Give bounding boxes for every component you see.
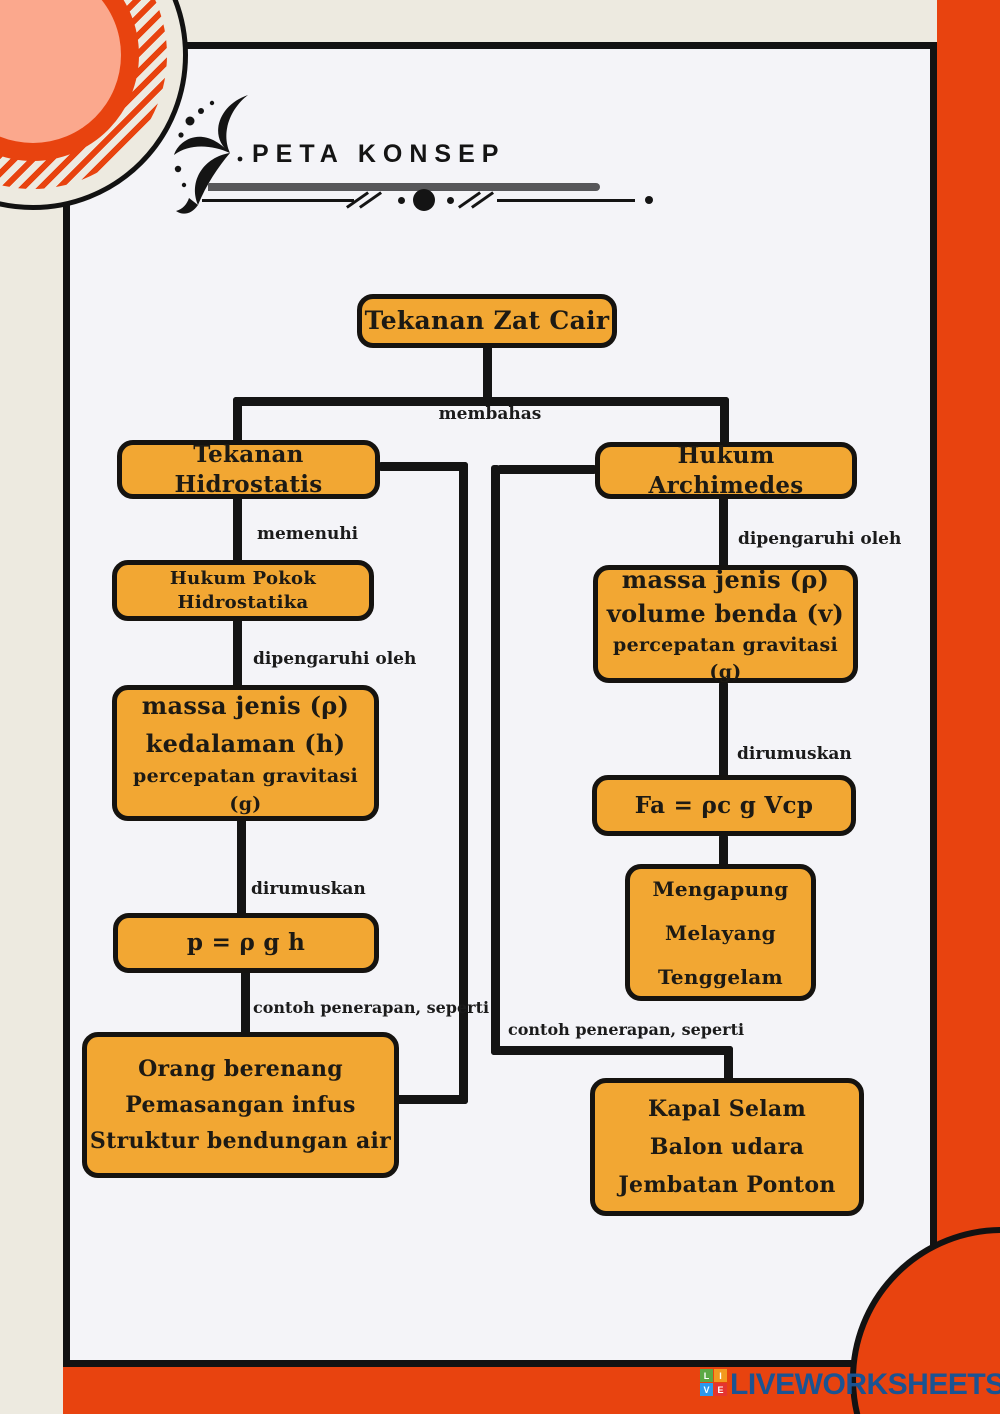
node-factors-right: massa jenis (ρ) volume benda (v) percepa…: [593, 565, 858, 683]
edge-label-dirumuskan-left: dirumuskan: [251, 879, 366, 899]
footer-band: [63, 1367, 1000, 1414]
edge-label-contoh-right: contoh penerapan, seperti: [508, 1020, 745, 1039]
node-formula-archimedes: Fa = ρc g Vcp: [592, 775, 856, 836]
connector-left-long-vertical: [459, 462, 468, 1104]
node-label: p = ρ g h: [186, 929, 306, 957]
state-line: Melayang: [665, 920, 776, 945]
logo-letter: I: [714, 1369, 727, 1382]
logo-letter: L: [700, 1369, 713, 1382]
connector-dipengaruhi-right: [719, 495, 728, 569]
node-label: Hukum Pokok Hidrostatika: [169, 568, 317, 613]
factor-line: kedalaman (h): [145, 728, 346, 758]
connector-left-long-join: [396, 1095, 468, 1104]
node-tekanan-zat-cair: Tekanan Zat Cair: [357, 294, 617, 348]
node-tekanan-hidrostatis: Tekanan Hidrostatis: [117, 440, 380, 499]
node-factors-left: massa jenis (ρ) kedalaman (h) percepatan…: [112, 685, 379, 821]
connector-dipengaruhi-left: [233, 617, 242, 689]
logo-letter: V: [700, 1383, 713, 1396]
node-label: Hukum Archimedes: [648, 441, 804, 499]
state-line: Mengapung: [652, 876, 789, 901]
connector-hidrostatis-side-h: [378, 462, 468, 471]
node-label: Tekanan Zat Cair: [364, 305, 610, 335]
connector-memenuhi: [233, 495, 242, 565]
connector-contoh-left: [241, 969, 250, 1036]
example-line: Kapal Selam: [647, 1096, 807, 1122]
connector-dirumuskan-left: [237, 817, 246, 917]
connector-right-long-horizontal: [491, 1046, 733, 1055]
divider-bar: [208, 183, 600, 191]
factor-line: percepatan gravitasi (g): [612, 634, 839, 683]
node-examples-right: Kapal Selam Balon udara Jembatan Ponton: [590, 1078, 864, 1216]
edge-label-contoh-left: contoh penerapan, seperti: [253, 998, 490, 1017]
page-title: PETA KONSEP: [252, 140, 506, 168]
connector-right-drop: [720, 397, 729, 447]
connector-membahas-horizontal: [233, 397, 729, 406]
node-hukum-pokok-hidrostatika: Hukum Pokok Hidrostatika: [112, 560, 374, 621]
connector-archimedes-side-h: [497, 465, 597, 474]
edge-label-memenuhi: memenuhi: [257, 524, 359, 544]
node-examples-left: Orang berenang Pemasangan infus Struktur…: [82, 1032, 399, 1178]
node-formula-hidrostatis: p = ρ g h: [113, 913, 379, 973]
edge-label-membahas: membahas: [438, 404, 542, 424]
example-line: Balon udara: [649, 1134, 805, 1160]
node-label: Tekanan Hidrostatis: [174, 440, 323, 498]
factor-line: volume benda (v): [606, 599, 845, 629]
liveworksheets-logo-icon: L I V E: [700, 1369, 728, 1397]
connector-right-elbow-down: [724, 1046, 733, 1082]
example-line: Pemasangan infus: [125, 1092, 356, 1118]
example-line: Jembatan Ponton: [618, 1172, 836, 1198]
factor-line: percepatan gravitasi (g): [132, 764, 359, 816]
node-states-right: Mengapung Melayang Tenggelam: [625, 864, 816, 1001]
connector-root-down: [483, 343, 492, 403]
example-line: Orang berenang: [138, 1056, 343, 1082]
example-line: Struktur bendungan air: [89, 1128, 392, 1154]
connector-right-long-vertical: [491, 465, 500, 1055]
node-label: Fa = ρc g Vcp: [634, 791, 814, 819]
edge-label-dipengaruhi-left: dipengaruhi oleh: [253, 649, 417, 669]
logo-letter: E: [714, 1383, 727, 1396]
connector-left-drop: [233, 397, 242, 445]
state-line: Tenggelam: [658, 964, 783, 989]
edge-label-dirumuskan-right: dirumuskan: [737, 744, 852, 764]
factor-line: massa jenis (ρ): [141, 691, 350, 721]
flourish-icon: [168, 93, 254, 219]
connector-dirumuskan-right: [719, 681, 728, 779]
right-accent-band: [937, 0, 1000, 1414]
liveworksheets-wordmark: LIVEWORKSHEETS: [730, 1368, 1000, 1401]
factor-line: massa jenis (ρ): [621, 564, 830, 594]
connector-states-right: [719, 834, 728, 868]
node-hukum-archimedes: Hukum Archimedes: [595, 442, 857, 499]
edge-label-dipengaruhi-right: dipengaruhi oleh: [738, 529, 902, 549]
